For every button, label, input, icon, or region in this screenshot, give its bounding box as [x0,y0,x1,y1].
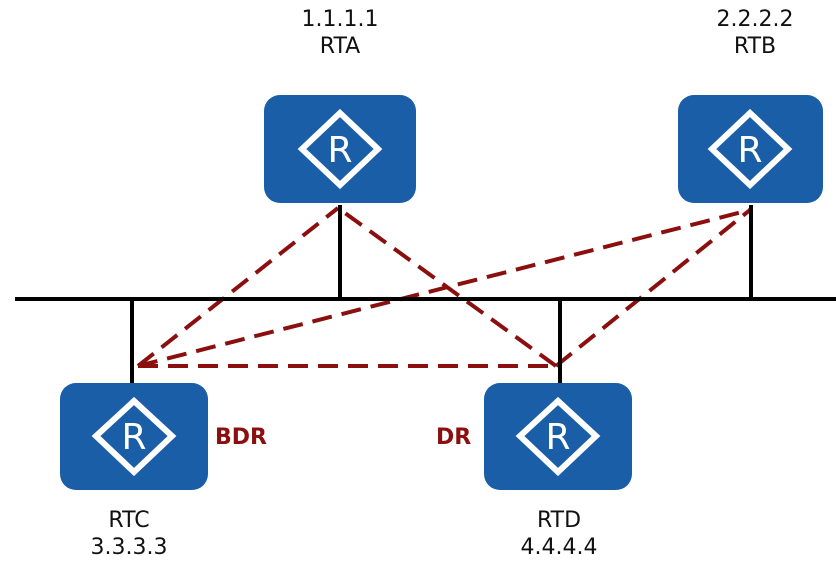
router-rtd[interactable]: R [484,383,632,490]
router-name-rtd: RTD [536,508,582,533]
router-id-rtb: 2.2.2.2 [716,7,794,32]
router-diamond [515,396,601,477]
router-symbol: R [545,417,570,458]
router-name-rtb: RTB [733,34,777,59]
router-links [130,205,753,384]
router-name-rta: RTA [319,34,361,59]
router-diamond [707,108,793,190]
router-label-rtd: RTD 4.4.4.4 [509,507,609,561]
adjacency-lines [136,206,752,368]
router-rtb[interactable]: R [678,95,823,203]
router-symbol: R [327,130,352,171]
adjacency-rtc-rtb [137,208,751,368]
router-symbol: R [737,130,762,171]
router-label-rtc: RTC 3.3.3.3 [79,507,179,561]
router-label-rtb: 2.2.2.2 RTB [705,6,805,60]
adjacency-rtd-rtb [554,208,752,368]
router-id-rtd: 4.4.4.4 [520,535,598,560]
router-diamond [91,396,177,477]
router-id-rta: 1.1.1.1 [301,7,379,32]
router-icon [264,95,416,203]
router-name-rtc: RTC [108,508,150,533]
router-icon [60,383,208,490]
router-rtc[interactable]: R [60,383,208,490]
role-badge-rtc: BDR [215,425,267,450]
router-id-rtc: 3.3.3.3 [90,535,168,560]
router-icon [484,383,632,490]
role-badge-rtd: DR [436,425,472,450]
adjacency-rtc-rta [136,206,340,368]
router-label-rta: 1.1.1.1 RTA [290,6,390,60]
router-icon [678,95,823,203]
router-symbol: R [121,417,146,458]
router-rta[interactable]: R [264,95,416,203]
router-diamond [297,108,383,190]
